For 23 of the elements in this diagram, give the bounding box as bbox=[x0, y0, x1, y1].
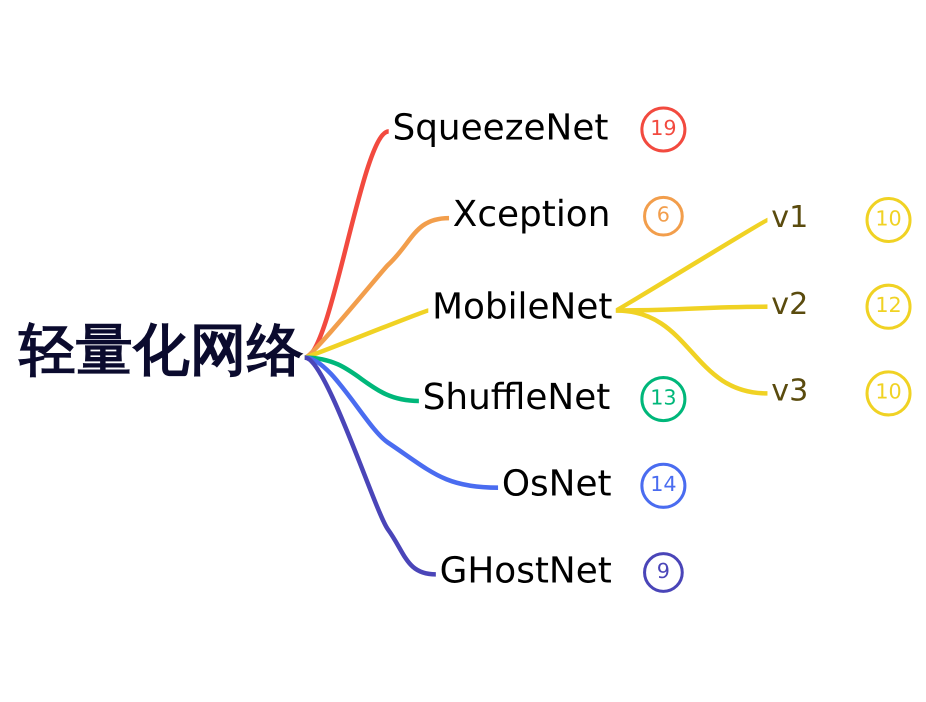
connector bbox=[614, 218, 768, 312]
node-text: Xception bbox=[452, 194, 610, 236]
node-text: v1 bbox=[771, 200, 808, 236]
node-text: SqueezeNet bbox=[392, 107, 608, 148]
connector bbox=[304, 356, 436, 577]
connector bbox=[304, 355, 498, 490]
node-label: 10 bbox=[875, 206, 902, 230]
node-label: 9 bbox=[656, 558, 670, 583]
node-label: 12 bbox=[875, 292, 902, 317]
node-text: MobileNet bbox=[432, 286, 612, 328]
node-text: v2 bbox=[771, 286, 808, 322]
node-text: v3 bbox=[771, 374, 808, 409]
node-label: 6 bbox=[656, 202, 670, 226]
node-text: GHostNet bbox=[440, 550, 612, 592]
node-text: ShuffleNet bbox=[422, 376, 610, 418]
node-label: 14 bbox=[650, 472, 677, 496]
node-label: 13 bbox=[650, 385, 677, 410]
connector bbox=[616, 304, 768, 313]
node-text: 轻量化网络 bbox=[19, 318, 304, 383]
node-label: 19 bbox=[650, 116, 677, 140]
node-text: OsNet bbox=[502, 464, 612, 505]
node-label: 10 bbox=[875, 380, 902, 404]
connector bbox=[616, 308, 768, 396]
